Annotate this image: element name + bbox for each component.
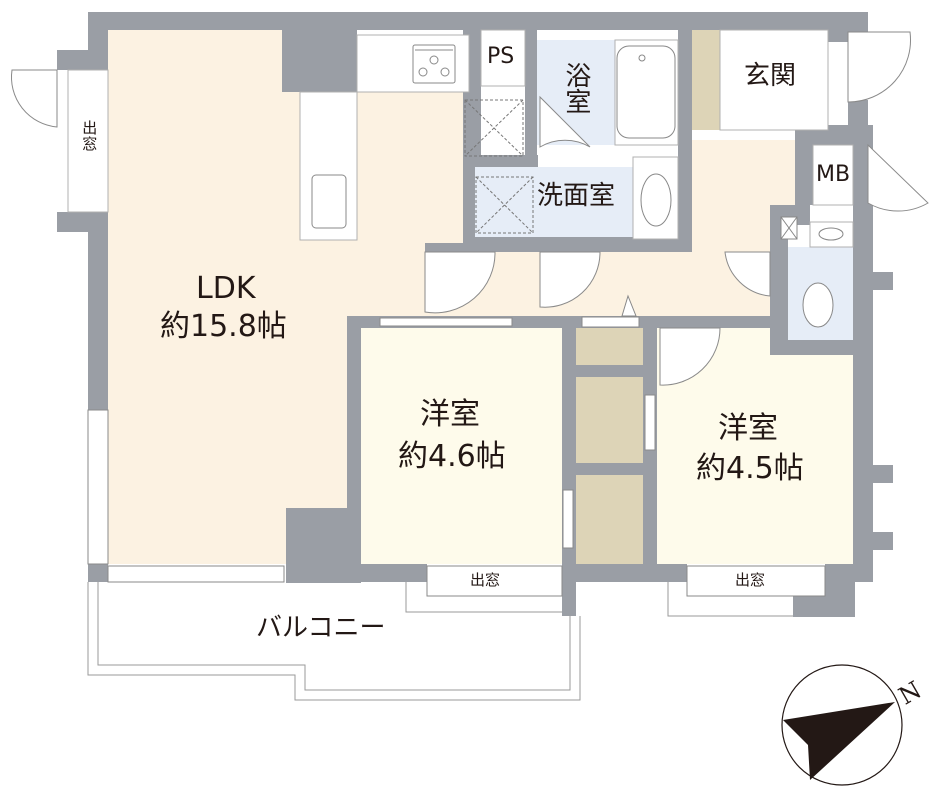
entrance-name: 玄関 — [744, 61, 797, 91]
laundry-space — [464, 99, 534, 234]
compass-icon — [781, 664, 903, 786]
bay-window-ldk-label: 出窓 — [80, 120, 99, 152]
ldk-floor — [108, 30, 463, 564]
washroom-name: 洗面室 — [537, 181, 616, 211]
western-room-1-floor — [361, 328, 562, 564]
western-room-2-area: 約4.5帖 — [696, 451, 804, 486]
western-room-1-area: 約4.6帖 — [398, 439, 506, 474]
bay-window-room2-label: 出窓 — [735, 571, 766, 589]
storage — [576, 30, 720, 564]
balcony-name: バルコニー — [256, 613, 386, 643]
kitchen-sink-icon — [311, 174, 347, 229]
hallway-floor — [425, 140, 795, 316]
western-room-1-name: 洋室 — [420, 397, 480, 432]
meter-box-label: MB — [816, 162, 851, 187]
doors — [10, 31, 929, 386]
ldk-area: 約15.8帖 — [160, 309, 287, 344]
western-room-2-floor — [657, 328, 853, 564]
toilet-icon — [802, 282, 834, 328]
bathtub-icon — [616, 45, 676, 139]
walls — [57, 12, 893, 617]
bay-window-room1-label: 出窓 — [470, 571, 501, 589]
wash-basin-icon — [640, 173, 672, 227]
balcony-rail — [87, 582, 793, 701]
ldk-name: LDK — [196, 271, 256, 306]
stove-icon — [412, 44, 456, 84]
western-room-2-name: 洋室 — [718, 411, 778, 446]
bathroom-name: 浴室 — [560, 62, 591, 114]
pipe-space-label: PS — [487, 44, 515, 69]
